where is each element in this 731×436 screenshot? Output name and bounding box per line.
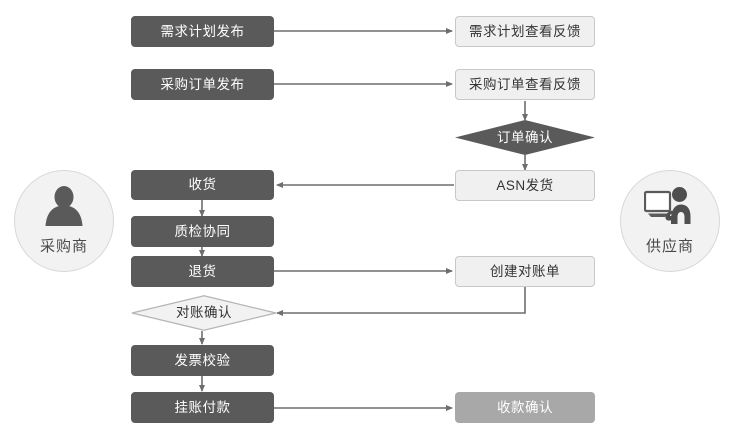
node-label: 创建对账单 — [490, 263, 560, 279]
actor-buyer-label: 采购商 — [39, 238, 88, 255]
diamond-shape — [131, 295, 277, 331]
node-label: 订单确认 — [497, 129, 553, 145]
person-icon — [43, 186, 85, 231]
node-return-goods[interactable]: 退货 — [131, 256, 274, 287]
node-demand-plan-publish[interactable]: 需求计划发布 — [131, 16, 274, 47]
node-purchase-order-view-feedback[interactable]: 采购订单查看反馈 — [455, 69, 595, 100]
node-label: 退货 — [188, 263, 217, 279]
node-label: ASN发货 — [496, 177, 554, 193]
edge-n10-n11 — [276, 287, 526, 316]
node-payment-confirm[interactable]: 收款确认 — [455, 392, 595, 423]
node-demand-plan-view-feedback[interactable]: 需求计划查看反馈 — [455, 16, 595, 47]
node-label: 质检协同 — [174, 223, 231, 239]
node-label: 需求计划发布 — [160, 23, 245, 39]
node-label: 采购订单发布 — [160, 76, 245, 92]
node-reconciliation-confirm[interactable]: 对账确认 — [131, 295, 277, 331]
node-order-confirm[interactable]: 订单确认 — [455, 120, 595, 155]
node-label: 收货 — [188, 177, 217, 193]
node-goods-receipt[interactable]: 收货 — [131, 170, 274, 200]
node-payable-payment[interactable]: 挂账付款 — [131, 392, 274, 423]
node-quality-inspection[interactable]: 质检协同 — [131, 216, 274, 247]
node-label: 收款确认 — [497, 399, 553, 415]
node-label: 需求计划查看反馈 — [469, 23, 581, 39]
node-label: 挂账付款 — [174, 399, 231, 415]
node-label: 采购订单查看反馈 — [469, 76, 581, 92]
node-purchase-order-publish[interactable]: 采购订单发布 — [131, 69, 274, 100]
person-computer-icon — [643, 186, 696, 231]
node-label: 发票校验 — [174, 352, 231, 368]
diamond-shape — [455, 120, 595, 155]
actor-supplier-label: 供应商 — [645, 238, 694, 255]
actor-buyer[interactable]: 采购商 — [14, 170, 114, 272]
actor-supplier[interactable]: 供应商 — [620, 170, 720, 272]
node-asn-shipment[interactable]: ASN发货 — [455, 170, 595, 201]
node-create-reconciliation[interactable]: 创建对账单 — [455, 256, 595, 287]
node-label: 对账确认 — [176, 305, 232, 321]
node-invoice-verification[interactable]: 发票校验 — [131, 345, 274, 376]
